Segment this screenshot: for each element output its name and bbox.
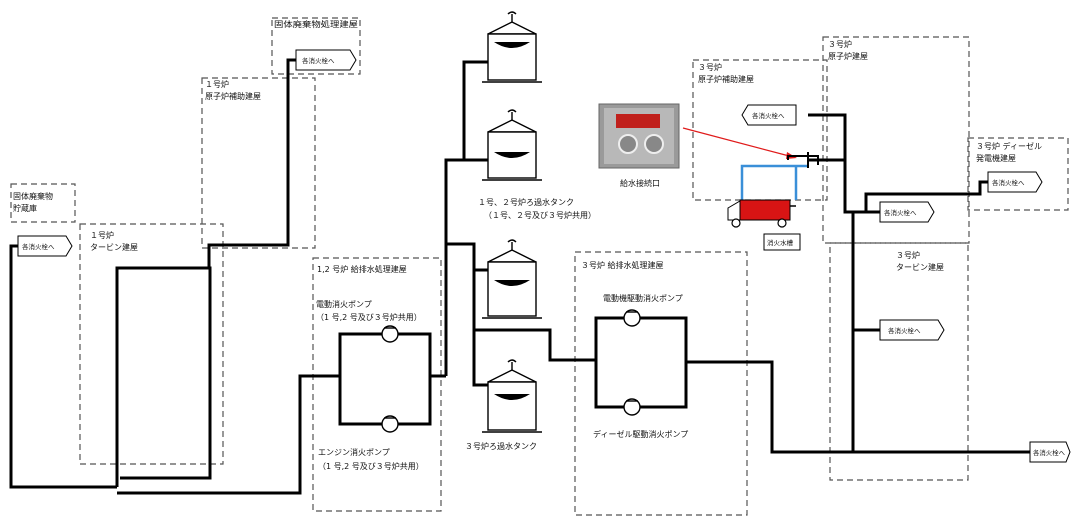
hydrant-flags: 各消火栓へ 各消火栓へ 各消火栓へ 各消火栓へ 各消火栓へ 各消火栓へ 各消火栓… bbox=[17, 49, 1071, 463]
photo-red-plate bbox=[616, 114, 660, 128]
u12-tank-label-line1: １号、２号炉ろ過水タンク bbox=[478, 197, 574, 207]
fire-truck-icon bbox=[727, 199, 796, 228]
hydrant-flag-label: 各消火栓へ bbox=[992, 178, 1025, 187]
filtered-water-tank-1 bbox=[482, 11, 542, 83]
hydrant-flag-label: 各消火栓へ bbox=[22, 242, 55, 251]
u3-tank-label: ３号炉ろ過水タンク bbox=[465, 441, 537, 451]
hydrant-flag-u3-reactor: 各消火栓へ bbox=[879, 201, 935, 223]
diesel-driven-fire-pump-label: ディーゼル駆動消火ポンプ bbox=[593, 429, 688, 439]
u1-header-pipe bbox=[117, 374, 340, 495]
engine-fire-pump-label-line1: エンジン消火ポンプ bbox=[318, 447, 390, 457]
u1-turbine-label-line2: タービン建屋 bbox=[90, 242, 138, 252]
u3-pump-inlet-bottom bbox=[594, 360, 630, 409]
u3-diesel-label-line1: ３号炉 ディーゼル bbox=[976, 141, 1042, 151]
hydrant-flag-label: 各消火栓へ bbox=[1033, 448, 1065, 457]
u3-turbine-label-line2: タービン建屋 bbox=[896, 262, 944, 272]
electric-fire-pump-label-line1: 電動消火ポンプ bbox=[316, 299, 372, 309]
tank3-feed-pipe bbox=[446, 242, 494, 272]
u3-turbine-label-line1: ３号炉 bbox=[896, 250, 920, 260]
photo-coupling-right bbox=[644, 134, 664, 154]
hydrant-flag-label: 各消火栓へ bbox=[302, 56, 335, 65]
filtered-water-tank-2 bbox=[482, 109, 542, 181]
hydrant-flag-u3-header: 各消火栓へ bbox=[1029, 441, 1071, 463]
u3-feed-pipe bbox=[474, 328, 596, 362]
solid-waste-riser-pipe bbox=[207, 58, 296, 268]
fire-truck-label: 消火水槽 bbox=[767, 238, 794, 247]
u3-aux-label-line1: ３号炉 bbox=[698, 62, 722, 72]
motor-driven-fire-pump-icon bbox=[623, 309, 641, 327]
hydrant-flag-u3-aux: 各消火栓へ bbox=[741, 104, 797, 126]
water-supply-port-label: 給水接続口 bbox=[620, 178, 660, 188]
u12-pump-loop-out bbox=[390, 332, 432, 426]
electric-fire-pump-label-line2: （1 号,2 号及び３号炉共用） bbox=[316, 312, 422, 322]
solid-waste-processing-building-outline bbox=[271, 17, 361, 75]
photo-coupling-left bbox=[618, 134, 638, 154]
u3-diesel-pipe bbox=[864, 180, 988, 212]
u3-diesel-building-outline bbox=[967, 137, 1069, 211]
blue-hose-loop bbox=[740, 164, 808, 200]
engine-fire-pump-icon bbox=[381, 415, 399, 433]
building-outlines bbox=[10, 17, 1069, 516]
fire-truck-label-box bbox=[763, 233, 801, 251]
u12-pump-inlet-top bbox=[338, 332, 390, 376]
diesel-driven-fire-pump-icon bbox=[623, 398, 641, 416]
u12-tank-label-line2: （１号、２号及び３号炉共用） bbox=[484, 210, 596, 220]
u3-water-treatment-building-outline bbox=[574, 251, 748, 516]
hydrant-flag-label: 各消火栓へ bbox=[888, 326, 921, 335]
u3-riser-upper bbox=[851, 210, 880, 330]
u1-turbine-label-line1: １号炉 bbox=[90, 230, 114, 240]
hydrant-flag-label: 各消火栓へ bbox=[884, 208, 917, 217]
u3-aux-label-line2: 原子炉補助建屋 bbox=[698, 74, 754, 84]
u3-pump-loop-out bbox=[630, 316, 688, 409]
filtered-water-tank-4 bbox=[482, 359, 542, 433]
fire-pumps: 電動消火ポンプ （1 号,2 号及び３号炉共用） エンジン消火ポンプ （1 号,… bbox=[316, 293, 688, 471]
storage-branch-pipe bbox=[9, 244, 117, 489]
building-labels: 固体廃棄物処理建屋 １号炉 原子炉補助建屋 固体廃棄物 貯蔵庫 １号炉 タービン… bbox=[13, 19, 1042, 274]
u3-diesel-label-line2: 発電機建屋 bbox=[976, 153, 1016, 163]
u1-aux-label-line1: １号炉 bbox=[205, 79, 229, 89]
solid-waste-storage-label-line2: 貯蔵庫 bbox=[13, 203, 37, 213]
u3-main-header-pipe bbox=[686, 360, 1030, 454]
connector-fitting bbox=[787, 155, 819, 165]
hydrant-flag-label: 各消火栓へ bbox=[752, 111, 785, 120]
u12-pump-inlet-bottom bbox=[338, 376, 390, 426]
filtered-water-tank-3 bbox=[482, 239, 542, 319]
water-supply-connection: 給水接続口 消火水槽 bbox=[598, 103, 819, 251]
hydrant-flag-storage: 各消火栓へ bbox=[17, 235, 73, 257]
u1-turbine-building-outline bbox=[79, 223, 224, 465]
u12-water-treatment-building-outline bbox=[312, 257, 442, 512]
solid-waste-storage-label-line1: 固体廃棄物 bbox=[13, 191, 53, 201]
u12-water-treatment-label: 1,2 号炉 給排水処理建屋 bbox=[317, 264, 407, 274]
red-pointer-arrow-line bbox=[682, 127, 794, 158]
electric-fire-pump-icon bbox=[381, 325, 399, 343]
u1-aux-building-outline bbox=[201, 77, 316, 249]
hydrant-flag-u3-turbine: 各消火栓へ bbox=[879, 319, 945, 341]
u3-reactor-pipe bbox=[808, 113, 853, 214]
engine-fire-pump-label-line2: （1 号,2 号及び３号炉共用） bbox=[318, 461, 424, 471]
u3-pump-inlet-top bbox=[594, 316, 630, 360]
fire-water-piping bbox=[9, 58, 1030, 495]
u3-reactor-label-line2: 原子炉建屋 bbox=[828, 51, 868, 61]
u1-turbine-loop-pipe bbox=[115, 266, 212, 480]
u1-aux-label-line2: 原子炉補助建屋 bbox=[205, 91, 261, 101]
u3-turbine-riser bbox=[851, 328, 880, 452]
u3-turbine-building-outline bbox=[829, 242, 969, 481]
solid-waste-storage-outline bbox=[10, 183, 76, 223]
motor-driven-fire-pump-label: 電動機駆動消火ポンプ bbox=[603, 293, 683, 303]
hydrant-flag-u3-diesel: 各消火栓へ bbox=[987, 171, 1043, 193]
u3-reactor-label-line1: ３号炉 bbox=[828, 39, 852, 49]
u3-water-treatment-label: ３号炉 給排水処理建屋 bbox=[581, 260, 664, 270]
filtered-water-tanks: １号、２号炉ろ過水タンク （１号、２号及び３号炉共用） ３号炉ろ過水タンク bbox=[465, 11, 596, 451]
solid-waste-processing-label: 固体廃棄物処理建屋 bbox=[274, 19, 358, 29]
hydrant-flag-solid-waste: 各消火栓へ bbox=[295, 49, 357, 71]
